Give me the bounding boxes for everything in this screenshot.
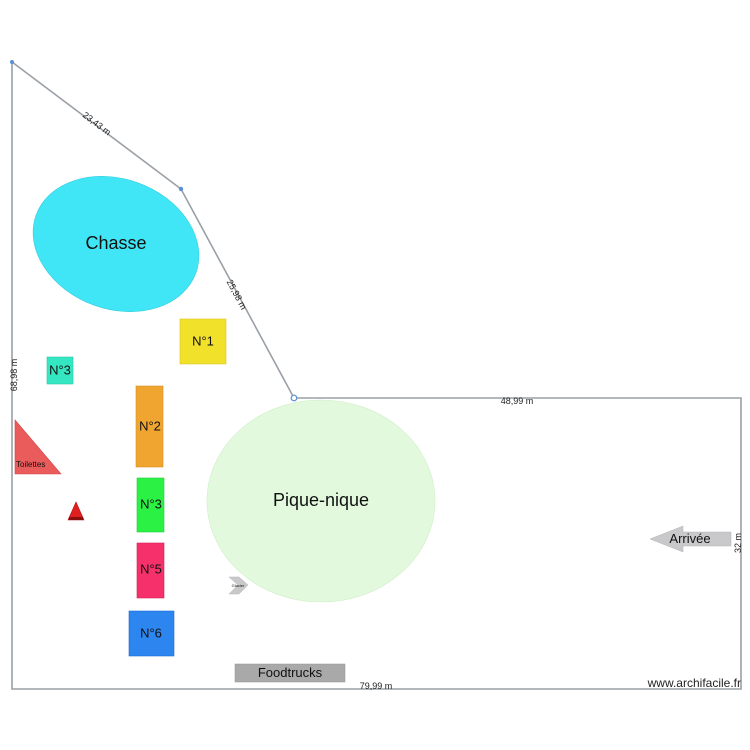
zone-pique-nique-shape[interactable] xyxy=(206,399,436,603)
dimension-top-diagonal: 23,43 m xyxy=(81,110,113,138)
stand-n5-label: N°5 xyxy=(140,561,162,576)
arrivee-label: Arrivée xyxy=(669,531,710,546)
stand-n3-left[interactable]: N°3 xyxy=(46,356,74,385)
stand-n2-label: N°2 xyxy=(139,418,161,433)
foodtrucks[interactable]: Foodtrucks xyxy=(234,663,346,683)
stand-n3-center-label: N°3 xyxy=(140,496,162,511)
glacier-marker[interactable]: Glacier xyxy=(228,576,249,595)
chevron-right-icon[interactable] xyxy=(228,576,249,595)
zone-chasse[interactable]: Chasse xyxy=(14,154,218,334)
stand-n5[interactable]: N°5 xyxy=(136,542,165,599)
dimension-left-side: 68,98 m xyxy=(9,359,19,392)
warning-triangle-icon[interactable] xyxy=(67,501,85,521)
watermark: www.archifacile.fr xyxy=(647,676,741,690)
dimension-bottom: 79,99 m xyxy=(360,681,393,691)
arrow-left-icon[interactable] xyxy=(649,525,732,553)
vertex-marker[interactable] xyxy=(178,186,184,192)
zone-pique-nique-label: Pique-nique xyxy=(273,490,369,510)
stand-n1-label: N°1 xyxy=(192,333,214,348)
arrivee-arrow[interactable]: Arrivée xyxy=(649,525,732,553)
toilettes-shape[interactable] xyxy=(14,419,62,475)
dimension-inner-top: 48,99 m xyxy=(501,396,534,406)
stand-n2[interactable]: N°2 xyxy=(135,385,164,468)
stand-n6-label: N°6 xyxy=(140,625,162,640)
glacier-label: Glacier xyxy=(232,583,245,588)
stand-n2-shape[interactable] xyxy=(135,385,164,468)
vertex-marker[interactable] xyxy=(290,394,298,402)
stand-n6-shape[interactable] xyxy=(128,610,175,657)
foodtrucks-label: Foodtrucks xyxy=(258,665,323,680)
zone-pique-nique[interactable]: Pique-nique xyxy=(206,399,436,603)
zone-chasse-label: Chasse xyxy=(85,233,146,253)
dimension-right-side: 32 m xyxy=(733,533,743,553)
stand-n5-shape[interactable] xyxy=(136,542,165,599)
foodtrucks-shape[interactable] xyxy=(234,663,346,683)
stand-n3-left-shape[interactable] xyxy=(46,356,74,385)
dimension-middle-diagonal: 25,98 m xyxy=(225,278,249,311)
stand-n6[interactable]: N°6 xyxy=(128,610,175,657)
toilettes-label: Toilettes xyxy=(16,460,45,469)
stand-n1-shape[interactable] xyxy=(179,318,227,365)
stand-n3-left-label: N°3 xyxy=(49,362,71,377)
zone-chasse-shape[interactable] xyxy=(14,154,218,334)
site-outline xyxy=(11,61,742,690)
toilettes[interactable]: Toilettes xyxy=(14,419,62,475)
vertex-marker[interactable] xyxy=(10,60,14,64)
stand-n3-center-shape[interactable] xyxy=(136,477,165,533)
stand-n1[interactable]: N°1 xyxy=(179,318,227,365)
stand-n3-center[interactable]: N°3 xyxy=(136,477,165,533)
